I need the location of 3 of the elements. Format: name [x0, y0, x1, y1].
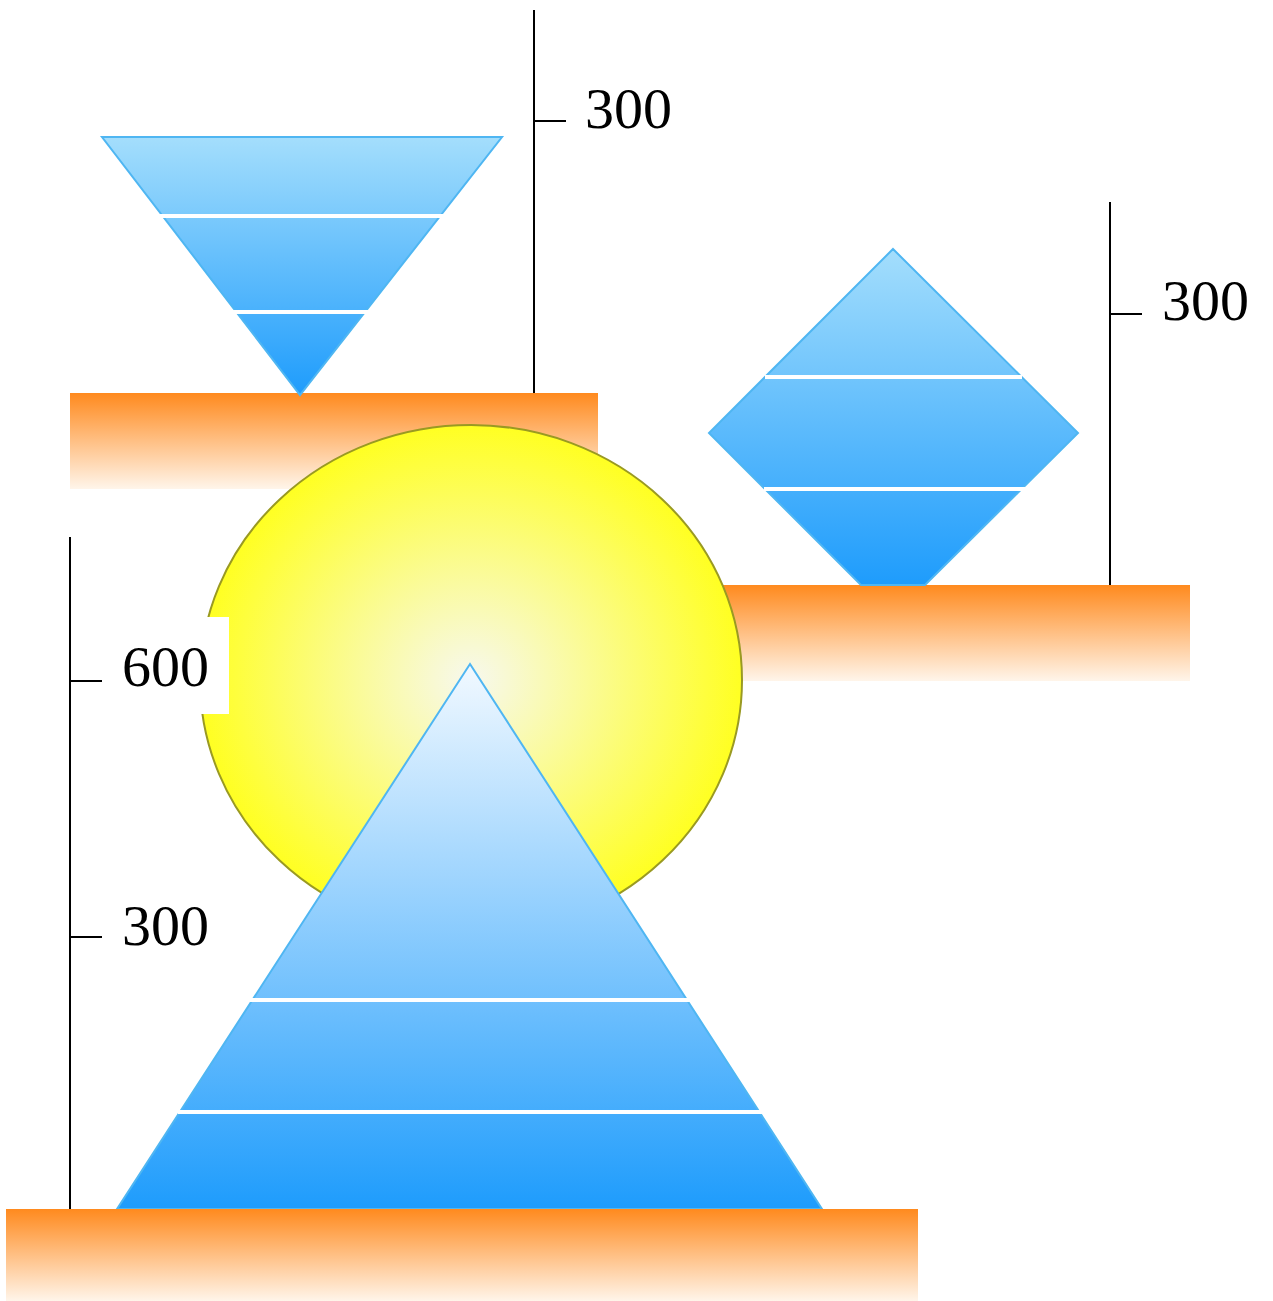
dimension-label: 300 — [1162, 272, 1249, 330]
dimension-label: 300 — [122, 897, 209, 955]
dimension-label: 300 — [585, 80, 672, 138]
